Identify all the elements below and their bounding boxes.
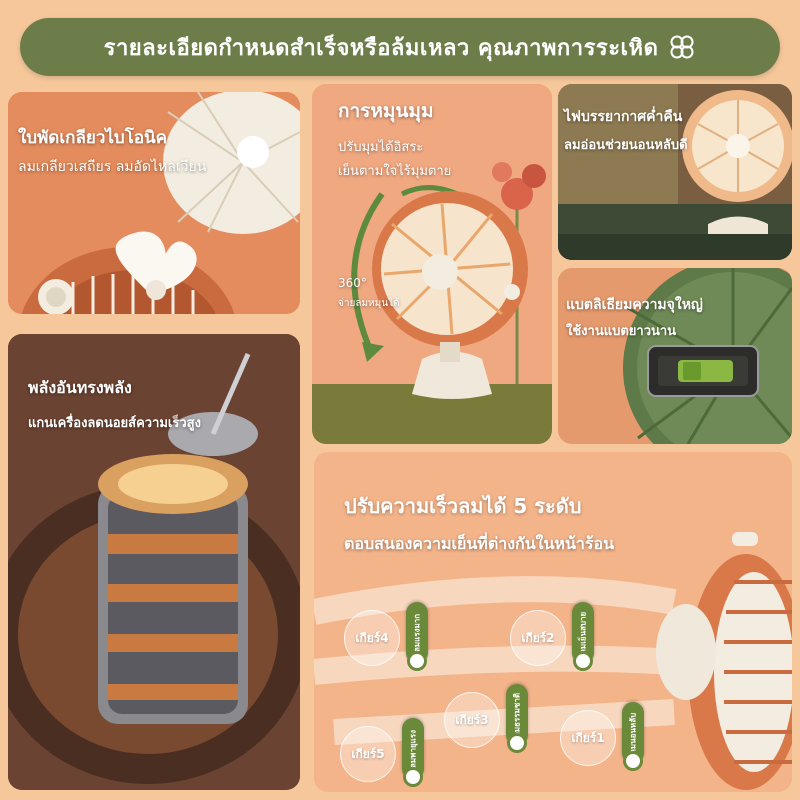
- gear-1-label: เกียร์1: [560, 710, 616, 766]
- motor-title: พลังอันทรงพลัง: [28, 378, 132, 397]
- gear-5-label: เกียร์5: [340, 726, 396, 782]
- wind-speed-panel: ปรับความเร็วลมได้ 5 ระดับ ตอบสนองความเย็…: [314, 452, 792, 792]
- banner-title: รายละเอียดกำหนดสำเร็จหรือล้มเหลว คุณภาพก…: [103, 35, 659, 61]
- gear-4-indicator: [410, 654, 424, 668]
- rotation-degree: 360°: [338, 276, 367, 290]
- motor-panel: พลังอันทรงพลัง แกนเครื่องลดนอยส์ความเร็ว…: [8, 334, 300, 790]
- battery-subtitle: ใช้งานแบตยาวนาน: [566, 324, 677, 339]
- battery-panel: แบตลิเธียมความจุใหญ่ ใช้งานแบตยาวนาน: [558, 268, 792, 444]
- wind-speed-subtitle: ตอบสนองความเย็นที่ต่างกันในหน้าร้อน: [344, 534, 614, 553]
- blade-subtitle: ลมเกลียวเสถียร ลมอัดไหลเวียน: [18, 159, 207, 175]
- fan-blade-illustration: [8, 92, 300, 314]
- rotation-subtitle-1: ปรับมุมได้อิสระ: [338, 140, 424, 155]
- rotation-subtitle-2: เย็นตามใจไร้มุมตาย: [338, 164, 452, 179]
- gear-3-label: เกียร์3: [444, 692, 500, 748]
- night-light-title: ไฟบรรยากาศค่ำคืน: [564, 109, 683, 125]
- battery-fan-illustration: [558, 268, 792, 444]
- rotation-panel: การหมุนมุม ปรับมุมได้อิสระ เย็นตามใจไร้ม…: [312, 84, 552, 444]
- rotation-title: การหมุนมุม: [338, 100, 434, 122]
- wind-speed-title: ปรับความเร็วลมได้ 5 ระดับ: [344, 494, 582, 518]
- gear-2-label: เกียร์2: [510, 610, 566, 666]
- gear-1: เกียร์1 ลมนอนหลับ: [560, 702, 670, 772]
- blade-title: ใบพัดเกลียวไบโอนิค: [18, 128, 168, 148]
- gear-5: เกียร์5 ลมพายุแรง: [340, 718, 450, 788]
- gear-3: เกียร์3 ลมธรรมชาติ: [444, 684, 554, 754]
- gear-1-indicator: [626, 754, 640, 768]
- gear-3-indicator: [510, 736, 524, 750]
- night-light-subtitle: ลมอ่อนช่วยนอนหลับดี: [564, 138, 688, 153]
- rotating-fan-illustration: [312, 84, 552, 444]
- gear-4: เกียร์4 ลมแรงมาก: [344, 602, 454, 672]
- night-light-fan-illustration: [558, 84, 792, 260]
- battery-title: แบตลิเธียมความจุใหญ่: [566, 297, 703, 313]
- header-banner: รายละเอียดกำหนดสำเร็จหรือล้มเหลว คุณภาพก…: [20, 18, 780, 76]
- gear-2-indicator: [576, 654, 590, 668]
- blade-panel: ใบพัดเกลียวไบโอนิค ลมเกลียวเสถียร ลมอัดไ…: [8, 92, 300, 314]
- motor-subtitle: แกนเครื่องลดนอยส์ความเร็วสูง: [28, 416, 201, 431]
- clover-icon: [668, 33, 696, 61]
- gear-4-label: เกียร์4: [344, 610, 400, 666]
- night-light-panel: ไฟบรรยากาศค่ำคืน ลมอ่อนช่วยนอนหลับดี: [558, 84, 792, 260]
- gear-5-indicator: [406, 770, 420, 784]
- gear-2: เกียร์2 ลมเย็นสบาย: [510, 602, 620, 672]
- motor-illustration: [8, 334, 300, 790]
- rotation-degree-caption: จ่ายลมหมุนได้: [338, 298, 400, 309]
